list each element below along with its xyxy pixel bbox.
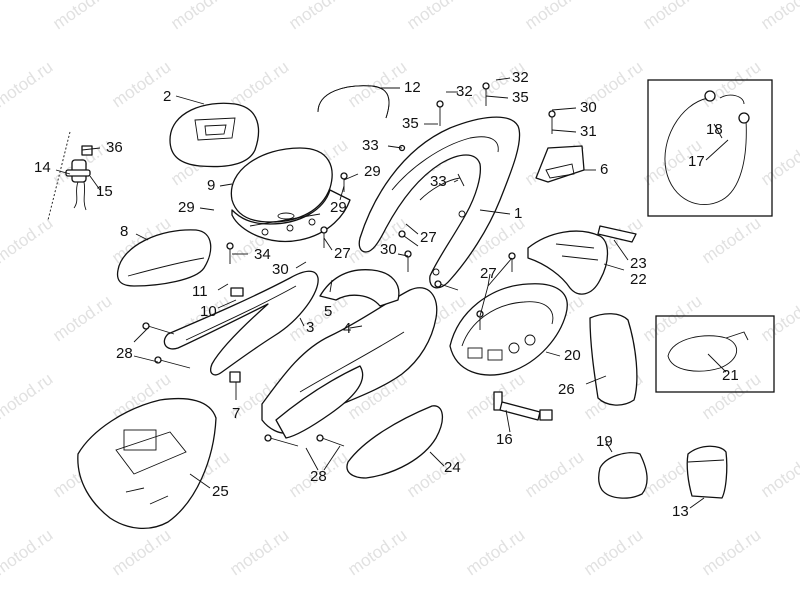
part-25-undertray [77,397,217,530]
part-4-long-side-panel [261,287,438,439]
fasteners [142,82,556,447]
callout-16: 16 [496,431,513,448]
part-19-grip [598,452,648,499]
part-26-flap [589,313,638,406]
watermark-text: motod.ru [226,525,292,579]
part-3-side-panel [163,270,319,376]
callout-33: 33 [362,137,379,154]
part-2-seat-cover [169,102,260,168]
callout-25: 25 [212,483,229,500]
part-9-seat-pan [230,147,351,242]
watermark-text: motod.ru [521,447,587,501]
part-24-cover [346,405,443,479]
watermark-text: motod.ru [757,0,800,33]
watermark-text: motod.ru [344,57,410,111]
callout-29: 29 [330,199,347,216]
callout-labels: 2 12 32 32 35 35 30 31 33 33 6 36 14 15 … [34,69,739,520]
part-12-tube [317,85,390,119]
callout-35: 35 [402,115,419,132]
watermark-text: motod.ru [0,369,56,423]
callout-29: 29 [364,163,381,180]
callout-15: 15 [96,183,113,200]
part-1-rear-body-shell [358,116,521,289]
callout-8: 8 [120,223,128,240]
callout-2: 2 [163,88,171,105]
watermark-text: motod.ru [167,0,233,33]
callout-7: 7 [232,405,240,422]
part-14-15-36-sensor [47,131,93,221]
callout-22: 22 [630,271,647,288]
watermark-text: motod.ru [580,525,646,579]
watermark-text: motod.ru [0,57,56,111]
callout-24: 24 [444,459,461,476]
callout-4: 4 [343,320,351,337]
watermark-text: motod.ru [698,525,764,579]
callout-20: 20 [564,347,581,364]
callout-26: 26 [558,381,575,398]
callout-28: 28 [310,468,327,485]
inset-frame-17-18 [647,79,773,217]
watermark-text: motod.ru [226,57,292,111]
callout-14: 14 [34,159,51,176]
watermark-text: motod.ru [521,0,587,33]
callout-11: 11 [192,283,208,300]
watermark-text: motod.ru [49,0,115,33]
part-6-bracket [535,145,585,183]
watermark-text: motod.ru [403,0,469,33]
callout-34: 34 [254,246,271,263]
part-17-18-cable [664,90,750,205]
watermark-text: motod.ru [0,525,56,579]
callout-21: 21 [722,367,739,384]
watermark-text: motod.ru [0,213,56,267]
watermark-text: motod.ru [757,135,800,189]
watermark-text: motod.ru [462,525,528,579]
watermark-text: motod.ru [698,213,764,267]
callout-32: 32 [512,69,529,86]
callout-10: 10 [200,303,217,320]
callout-32: 32 [456,83,473,100]
callout-36: 36 [106,139,123,156]
callout-35: 35 [512,89,529,106]
callout-18: 18 [706,121,723,138]
callout-27: 27 [334,245,351,262]
watermark-text: motod.ru [49,291,115,345]
callout-31: 31 [580,123,597,140]
leader-lines [55,77,729,509]
callout-1: 1 [514,205,522,222]
callout-33: 33 [430,173,447,190]
callout-28: 28 [116,345,133,362]
callout-27: 27 [480,265,497,282]
callout-23: 23 [630,255,647,272]
part-13-pouch [686,445,728,499]
watermark-text: motod.ru [757,291,800,345]
callout-30: 30 [272,261,289,278]
watermark-text: motod.ru [344,525,410,579]
callout-5: 5 [324,303,332,320]
watermark-text: motod.ru [698,57,764,111]
watermark-text: motod.ru [757,447,800,501]
callout-19: 19 [596,433,613,450]
part-20-storage-tray [449,283,568,376]
part-5-small-panel [319,269,400,307]
part-16-hinge [493,391,553,421]
callout-3: 3 [306,319,314,336]
watermark-text: motod.ru [639,0,705,33]
watermark-text: motod.ru [108,525,174,579]
inset-frame-21 [655,315,775,393]
part-8-saddle [116,229,212,287]
callout-30: 30 [580,99,597,116]
callout-29: 29 [178,199,195,216]
watermark-text: motod.ru [285,0,351,33]
callout-27: 27 [420,229,437,246]
part-22-rear-fender [527,225,637,295]
callout-13: 13 [672,503,689,520]
callout-12: 12 [404,79,421,96]
callout-17: 17 [688,153,705,170]
part-21-ring [667,331,749,372]
callout-30: 30 [380,241,397,258]
callout-9: 9 [207,177,215,194]
callout-6: 6 [600,161,608,178]
